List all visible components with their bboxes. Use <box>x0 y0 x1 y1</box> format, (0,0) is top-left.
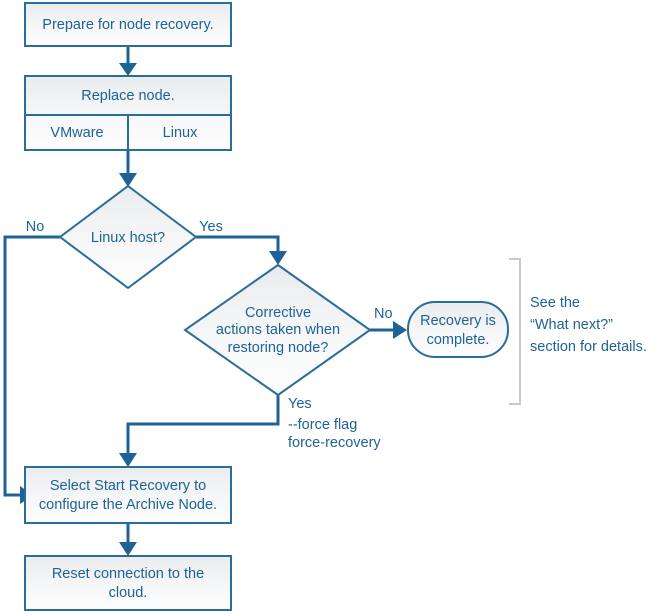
connector-corrective-no <box>370 321 407 339</box>
node-recovery-is-complete[interactable]: Recovery is complete. <box>407 301 509 358</box>
node-decision-corrective-line1: Corrective <box>245 305 311 321</box>
note-what-next-line3: section for details. <box>530 339 647 355</box>
node-decision-linux-host[interactable]: Linux host? <box>58 184 198 290</box>
node-reset-cloud-line1: Reset connection to the <box>52 566 204 582</box>
node-reset-cloud-line2: cloud. <box>109 585 148 601</box>
connector-replace-to-linux-host <box>119 150 137 187</box>
node-recovery-complete-line1: Recovery is <box>420 313 496 329</box>
edge-label-corrective-no: No <box>374 306 393 322</box>
node-replace-node[interactable]: Replace node. VMware Linux <box>24 75 232 151</box>
node-replace-option-vmware[interactable]: VMware <box>50 125 103 141</box>
node-reset-connection-to-cloud[interactable]: Reset connection to the cloud. <box>24 555 232 611</box>
node-decision-corrective-line2: actions taken when <box>216 322 340 338</box>
node-recovery-complete-line2: complete. <box>427 332 490 348</box>
node-decision-linux-host-label: Linux host? <box>91 230 165 246</box>
node-decision-corrective-line3: restoring node? <box>228 340 329 356</box>
node-prepare-for-node-recovery[interactable]: Prepare for node recovery. <box>24 2 232 47</box>
connector-prepare-to-replace <box>119 46 137 76</box>
node-select-start-line2: configure the Archive Node. <box>39 497 217 513</box>
node-select-start-recovery[interactable]: Select Start Recovery to configure the A… <box>24 466 232 524</box>
note-what-next-line2: “What next?” <box>530 317 613 333</box>
edge-label-linux-host-yes: Yes <box>199 219 223 235</box>
node-prepare-label: Prepare for node recovery. <box>42 17 213 33</box>
edge-label-linux-host-no: No <box>26 219 45 235</box>
edge-label-force-recovery: force-recovery <box>288 435 381 451</box>
node-select-start-line1: Select Start Recovery to <box>50 478 206 494</box>
connector-linux-host-no <box>3 235 60 504</box>
note-what-next-line1: See the <box>530 295 580 311</box>
edge-label-force-flag: --force flag <box>288 417 357 433</box>
node-replace-option-linux[interactable]: Linux <box>163 125 198 141</box>
node-decision-corrective-actions[interactable]: Corrective actions taken when restoring … <box>183 263 372 397</box>
edge-label-corrective-yes: Yes <box>288 396 312 412</box>
node-replace-label: Replace node. <box>81 88 175 104</box>
bracket-what-next <box>509 258 521 405</box>
connector-corrective-yes <box>119 395 280 467</box>
connector-linux-host-yes <box>196 235 287 265</box>
connector-select-to-reset <box>119 523 137 556</box>
